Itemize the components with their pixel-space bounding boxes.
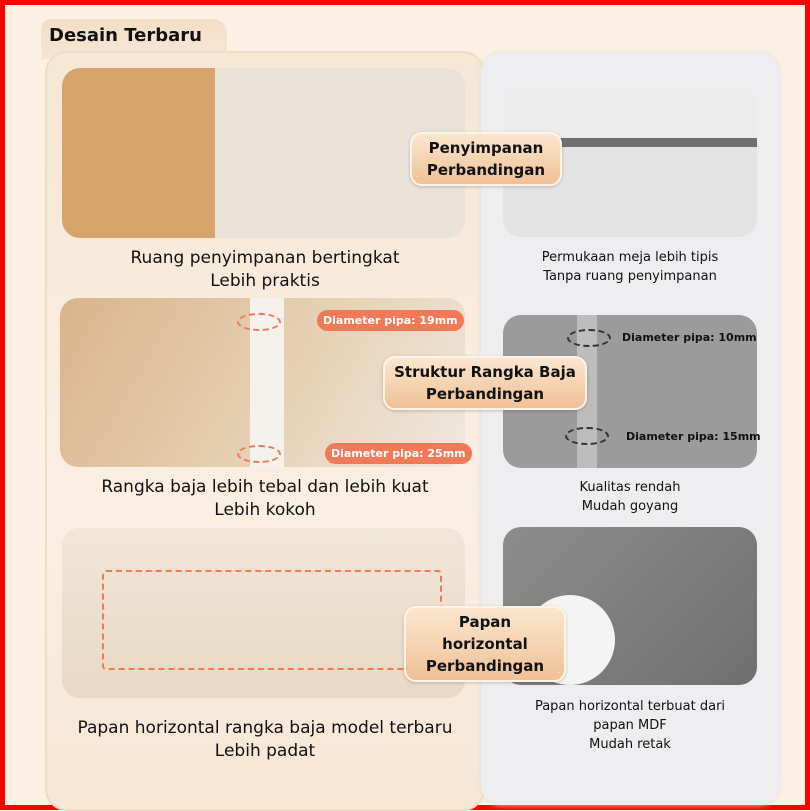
diameter-label: Diameter pipa: 15mm: [626, 430, 761, 443]
left-caption-3: Papan horizontal rangka baja model terba…: [77, 718, 453, 761]
diameter-label: Diameter pipa: 19mm: [317, 310, 464, 331]
pipe-ring-icon: [237, 313, 281, 331]
shelf-highlight: [102, 570, 442, 670]
storage-photo: [62, 68, 465, 238]
pipe-ring-icon: [565, 427, 609, 445]
diameter-label: Diameter pipa: 25mm: [325, 443, 472, 464]
pipe-ring-icon: [567, 329, 611, 347]
pipe-ring-icon: [237, 445, 281, 463]
diameter-label: Diameter pipa: 10mm: [622, 331, 757, 344]
